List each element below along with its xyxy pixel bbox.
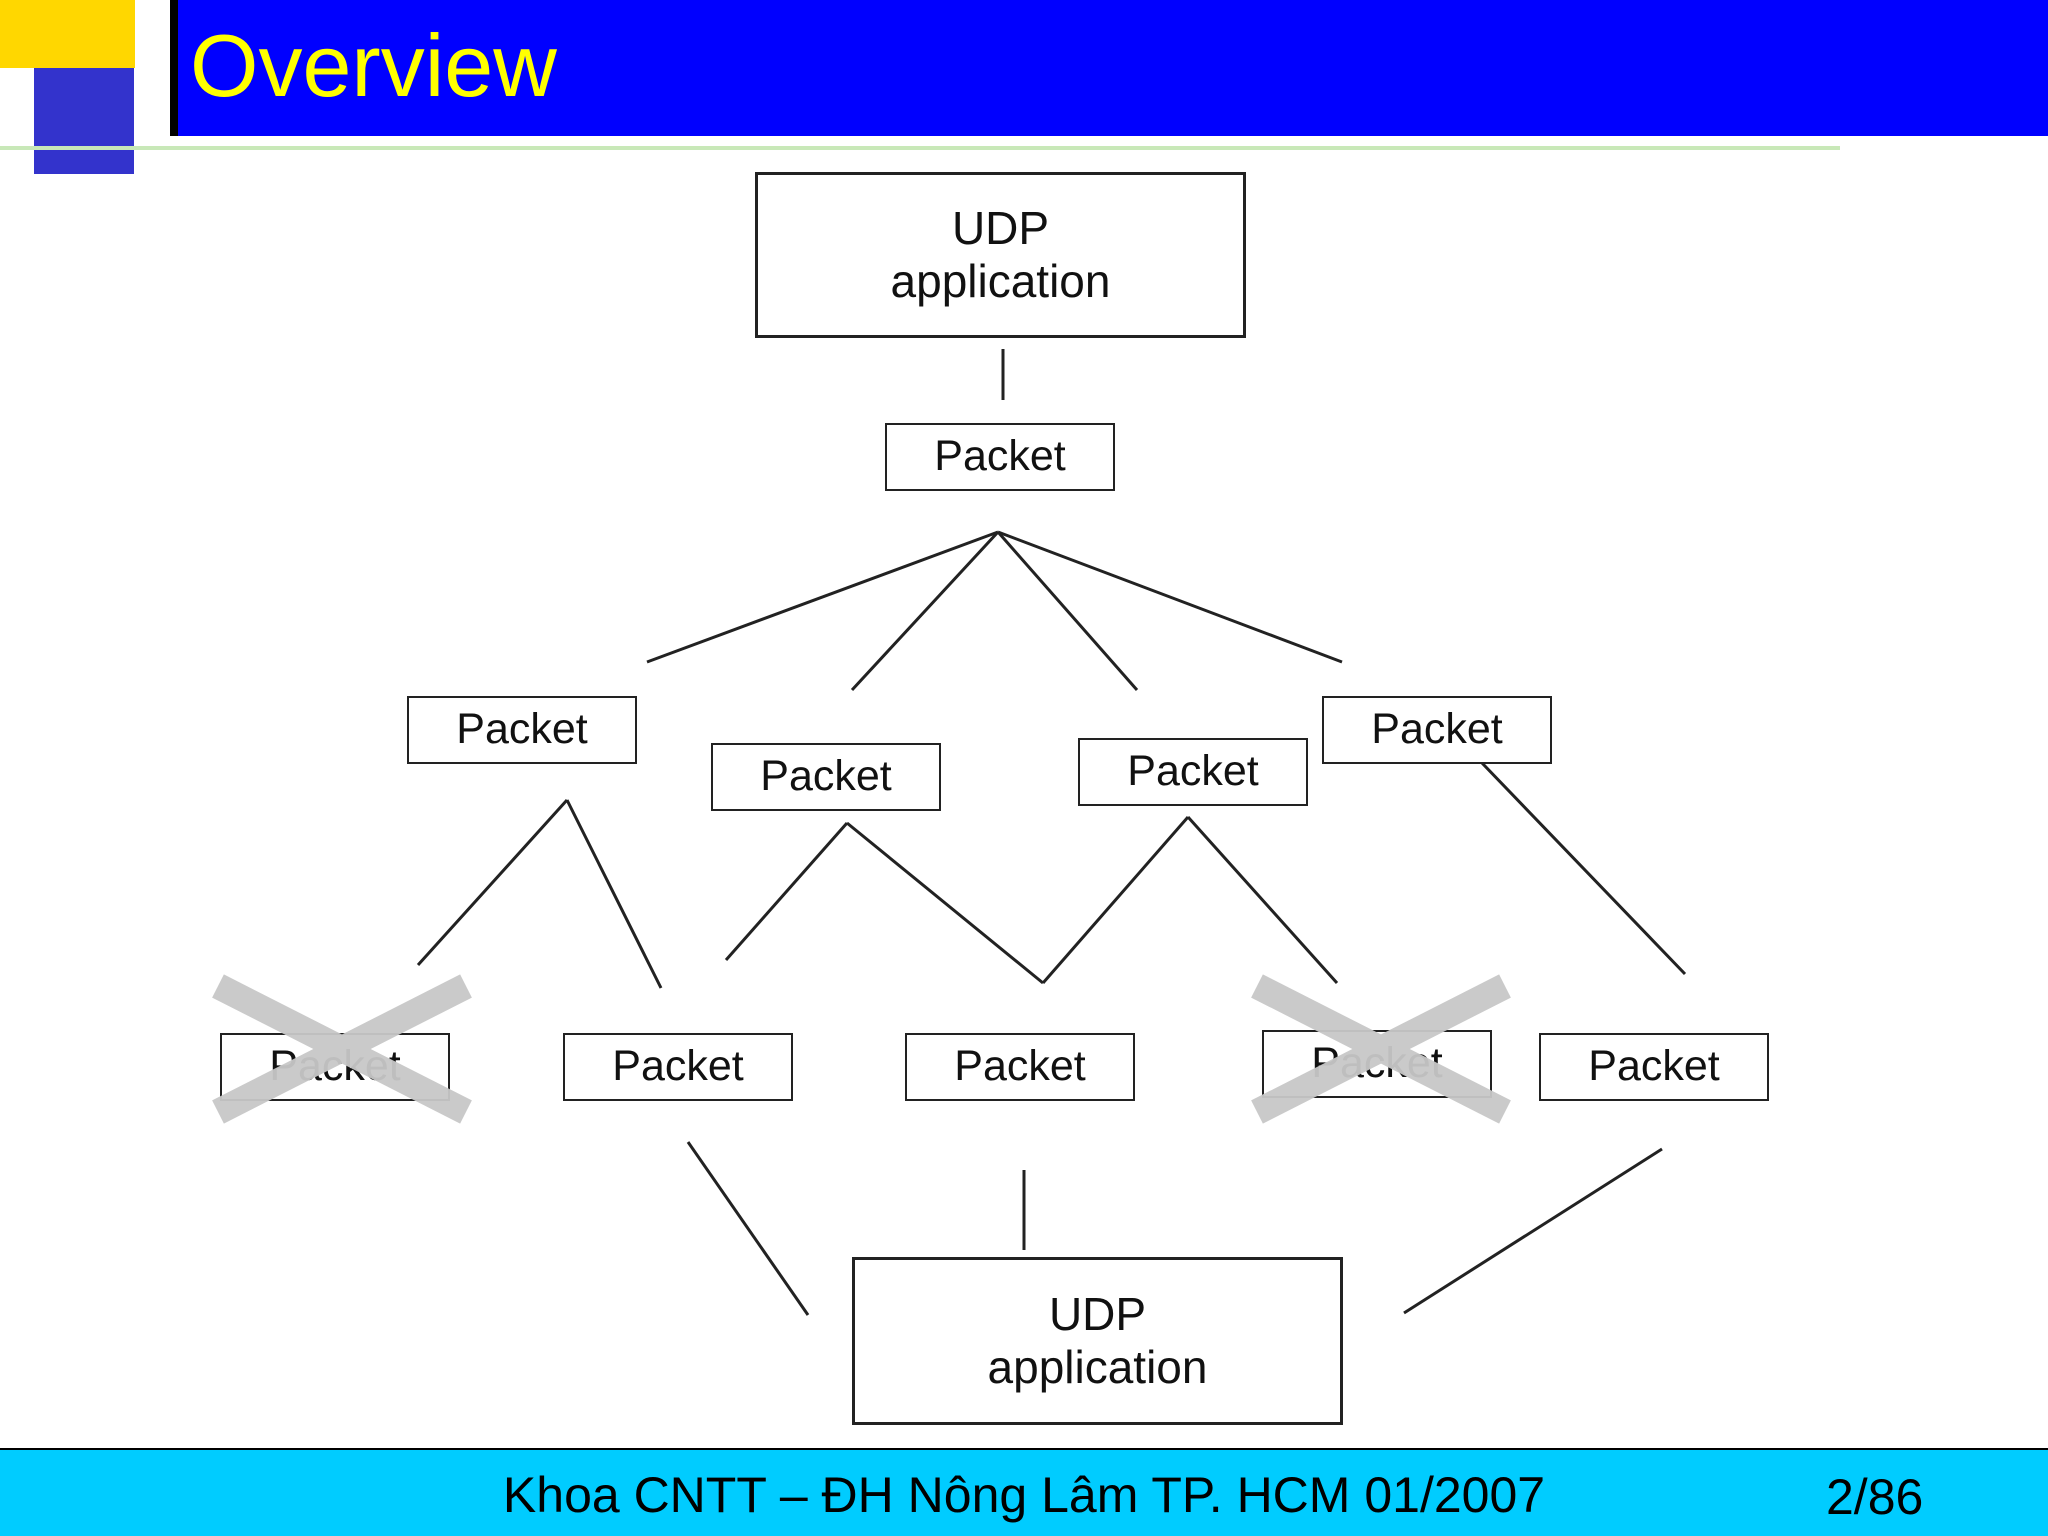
connector <box>686 1141 810 1316</box>
node-label: Packet <box>934 432 1066 481</box>
node-label: Packet <box>456 705 588 754</box>
connector <box>646 530 999 664</box>
connector <box>724 822 849 961</box>
title-bar <box>170 0 2048 136</box>
packet-node: Packet <box>407 696 637 764</box>
decor-yellow-square <box>0 0 135 68</box>
footer-text: Khoa CNTT – ĐH Nông Lâm TP. HCM 01/2007 <box>502 1467 1546 1523</box>
packet-node: Packet <box>905 1033 1135 1101</box>
node-label: Packet <box>760 752 892 801</box>
node-label: Packet <box>1371 705 1503 754</box>
connector <box>1041 816 1190 984</box>
udp-application-destination: UDP application <box>852 1257 1343 1425</box>
connector <box>996 531 1139 691</box>
node-label: Packet <box>1127 747 1259 796</box>
node-label: UDP application <box>890 202 1111 307</box>
node-label: Packet <box>612 1042 744 1091</box>
diagram-connectors <box>416 349 1687 1316</box>
udp-application-source: UDP application <box>755 172 1246 338</box>
connector <box>565 799 663 989</box>
connector <box>850 530 1000 692</box>
connector <box>1186 815 1339 985</box>
connector <box>997 530 1343 664</box>
dropped-cross-icon <box>212 974 472 1124</box>
footer-bar <box>0 1448 2048 1536</box>
connector <box>1403 1147 1663 1315</box>
page-number: 2/86 <box>1826 1469 1924 1525</box>
node-label: Packet <box>1588 1042 1720 1091</box>
node-label: UDP application <box>987 1288 1208 1393</box>
packet-node: Packet <box>1539 1033 1769 1101</box>
packet-node: Packet <box>885 423 1115 491</box>
packet-node: Packet <box>563 1033 793 1101</box>
node-label: Packet <box>954 1042 1086 1091</box>
packet-node: Packet <box>1322 696 1552 764</box>
connector <box>416 798 569 967</box>
dropped-cross-icon <box>1251 974 1511 1124</box>
connector <box>846 821 1044 985</box>
decor-blue-square <box>34 68 134 174</box>
connector <box>1480 761 1687 976</box>
packet-node: Packet <box>711 743 941 811</box>
page-title: Overview <box>190 16 557 115</box>
decor-rule-line <box>0 146 1840 150</box>
packet-node: Packet <box>1078 738 1308 806</box>
